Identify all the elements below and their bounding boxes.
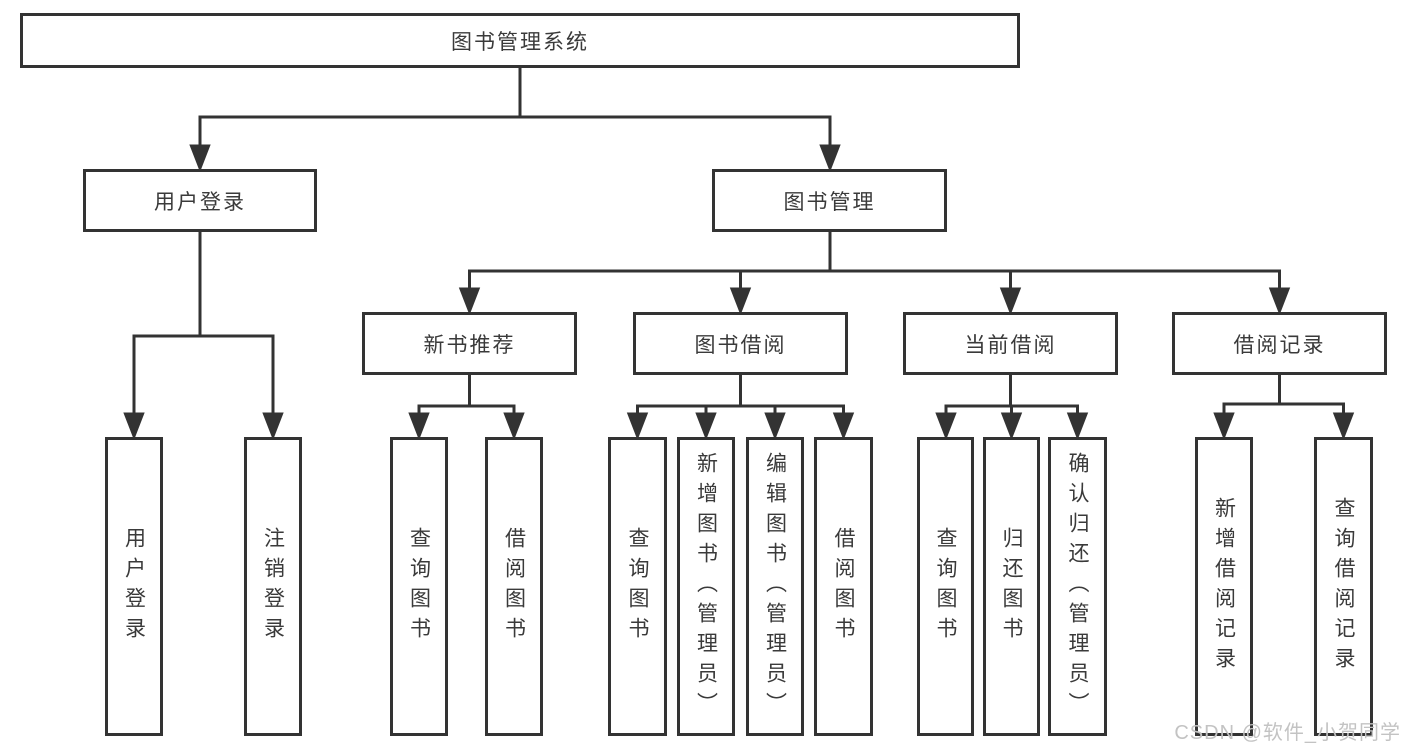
leaf-add-books-admin: 新增图书（管理员） — [677, 437, 735, 736]
arrow-leaf-query-borrow — [626, 412, 649, 441]
leaf-add-borrow-record: 新增借阅记录 — [1195, 437, 1253, 736]
leaf-borrow-books-recommend: 借阅图书 — [485, 437, 543, 736]
arrow-leaf-user-login — [123, 412, 145, 441]
node-label: 查询图书 — [407, 526, 431, 647]
arrow-user-login — [189, 144, 211, 173]
arrow-leaf-borrow-recommend — [503, 412, 525, 441]
arrow-records — [1268, 287, 1291, 316]
arrow-leaf-edit-book — [764, 412, 786, 441]
node-label: 注销登录 — [261, 526, 285, 647]
node-label: 用户登录 — [154, 190, 246, 214]
node-new-book-recommendation: 新书推荐 — [362, 312, 577, 375]
arrow-recommend — [458, 287, 481, 316]
arrow-leaf-query-record — [1332, 412, 1355, 441]
node-label: 图书管理系统 — [451, 30, 589, 54]
node-borrowing-records: 借阅记录 — [1172, 312, 1387, 375]
node-label: 新书推荐 — [423, 333, 516, 357]
node-label: 当前借阅 — [964, 333, 1057, 357]
arrow-leaf-add-book — [695, 412, 717, 441]
node-label: 用户登录 — [122, 526, 146, 647]
leaf-query-books-borrow: 查询图书 — [608, 437, 667, 736]
node-label: 归还图书 — [1000, 526, 1023, 647]
node-book-borrowing: 图书借阅 — [633, 312, 848, 375]
arrow-leaf-query-recommend — [408, 412, 430, 441]
csdn-watermark: CSDN @软件_小贺同学 — [1174, 722, 1401, 744]
node-library-management-system: 图书管理系统 — [20, 13, 1020, 68]
leaf-query-books-current: 查询图书 — [917, 437, 974, 736]
leaf-borrow-books-borrow: 借阅图书 — [814, 437, 873, 736]
node-label: 查询借阅记录 — [1332, 496, 1355, 677]
node-current-borrowing: 当前借阅 — [903, 312, 1118, 375]
leaf-query-books-recommend: 查询图书 — [390, 437, 448, 736]
node-label: 新增借阅记录 — [1212, 496, 1236, 677]
node-label: 借阅图书 — [502, 526, 526, 647]
leaf-user-login: 用户登录 — [105, 437, 163, 736]
arrow-leaf-return-book — [1000, 412, 1023, 441]
node-label: 确认归还（管理员） — [1066, 451, 1089, 722]
arrow-leaf-query-current — [935, 412, 957, 441]
arrow-current — [999, 287, 1022, 316]
arrow-leaf-add-record — [1213, 412, 1235, 441]
node-label: 图书管理 — [783, 190, 876, 214]
arrow-leaf-logout — [262, 412, 284, 441]
leaf-query-borrow-record: 查询借阅记录 — [1314, 437, 1373, 736]
leaf-return-books: 归还图书 — [983, 437, 1040, 736]
leaf-logout-login: 注销登录 — [244, 437, 302, 736]
arrow-leaf-borrow-book — [832, 412, 855, 441]
leaf-confirm-return-admin: 确认归还（管理员） — [1048, 437, 1107, 736]
node-label: 编辑图书（管理员） — [763, 451, 787, 722]
node-label: 查询图书 — [626, 526, 649, 647]
node-label: 借阅记录 — [1233, 333, 1326, 357]
leaf-edit-books-admin: 编辑图书（管理员） — [746, 437, 804, 736]
node-label: 图书借阅 — [694, 333, 787, 357]
node-label: 查询图书 — [934, 526, 957, 647]
node-user-login: 用户登录 — [83, 169, 317, 232]
node-book-management: 图书管理 — [712, 169, 947, 232]
arrow-borrow — [729, 287, 752, 316]
node-label: 借阅图书 — [832, 526, 855, 647]
arrow-book-management — [819, 144, 841, 173]
arrow-leaf-confirm-return — [1066, 412, 1089, 441]
node-label: 新增图书（管理员） — [694, 451, 718, 722]
